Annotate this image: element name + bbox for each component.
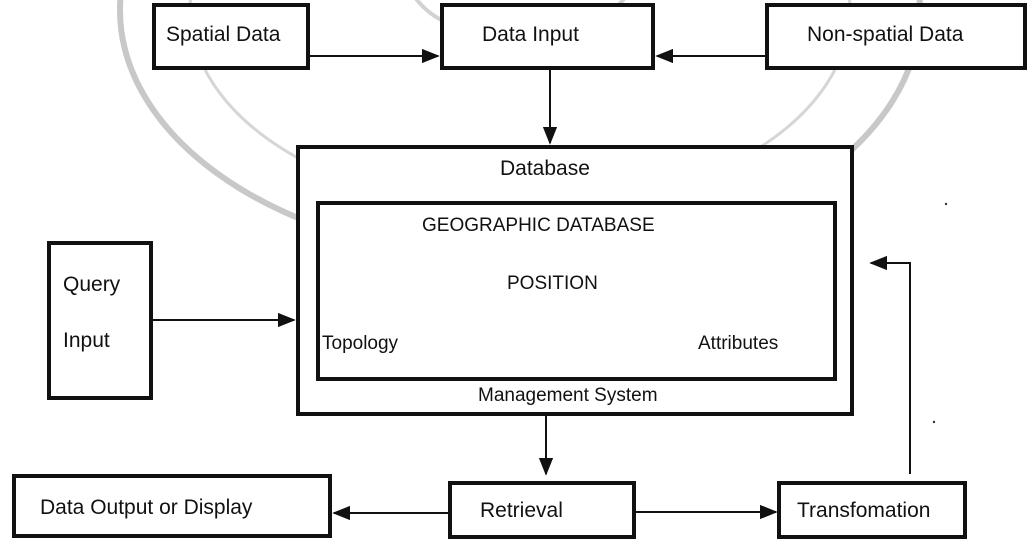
retrieval-box: Retrieval (448, 481, 636, 539)
arrow-transformation-to-database (869, 255, 911, 474)
transformation-label: Transfomation (797, 499, 931, 522)
attributes-label: Attributes (698, 333, 779, 354)
non-spatial-data-box: Non-spatial Data (765, 3, 1027, 70)
geographic-database-box: GEOGRAPHIC DATABASE POSITION Topology At… (316, 201, 837, 381)
data-output-box: Data Output or Display (12, 474, 332, 538)
query-input-box: Query Input (47, 241, 153, 400)
input-label: Input (63, 329, 110, 352)
data-output-label: Data Output or Display (40, 496, 253, 519)
retrieval-label: Retrieval (480, 499, 563, 522)
non-spatial-data-label: Non-spatial Data (807, 23, 964, 46)
geographic-database-label: GEOGRAPHIC DATABASE (422, 215, 655, 236)
spatial-data-box: Spatial Data (152, 3, 310, 70)
transformation-box: Transfomation (777, 481, 967, 539)
data-input-label: Data Input (482, 23, 579, 46)
spatial-data-label: Spatial Data (166, 23, 281, 46)
management-system-label: Management System (478, 385, 658, 406)
database-label: Database (500, 157, 590, 180)
position-label: POSITION (507, 273, 598, 294)
query-label: Query (63, 273, 121, 296)
topology-label: Topology (322, 333, 399, 354)
data-input-box: Data Input (440, 3, 655, 70)
